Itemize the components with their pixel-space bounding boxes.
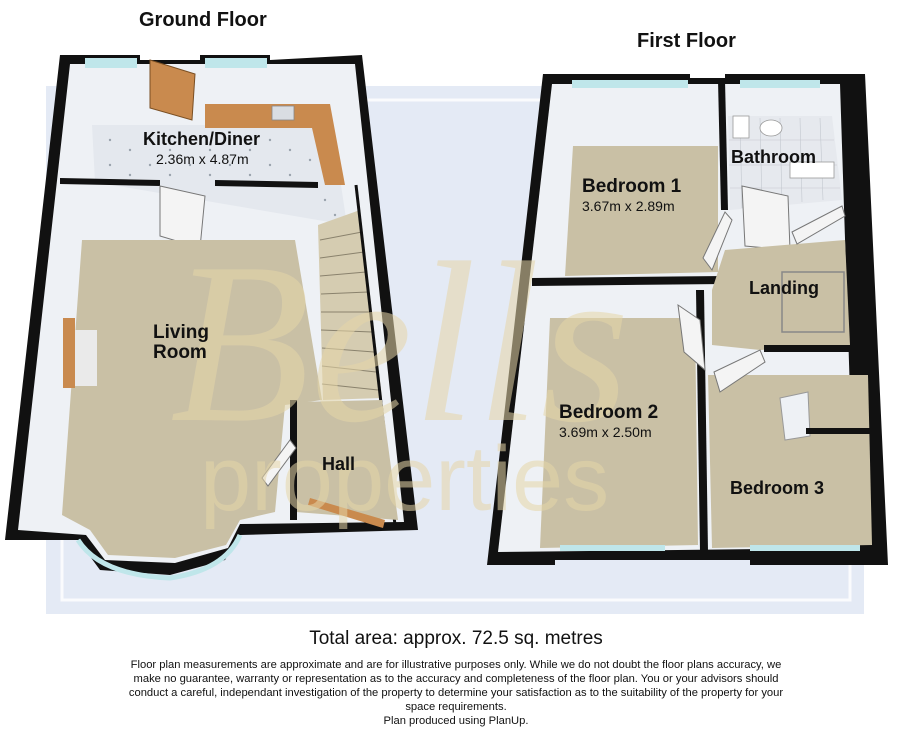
bedroom3-floor	[708, 375, 872, 548]
bathroom-window	[740, 80, 820, 88]
bedroom1-dimensions: 3.67m x 2.89m	[582, 198, 675, 214]
bedroom1-bathroom-wall	[718, 80, 728, 210]
bedroom1-label: Bedroom 1	[582, 176, 682, 197]
ground-floor-plan	[5, 55, 418, 581]
bathroom-door	[741, 185, 791, 251]
watermark-lettering: Bells properties	[170, 215, 630, 530]
watermark-word: properties	[200, 428, 609, 530]
bedroom3-door	[713, 349, 766, 393]
living-hall-wall	[290, 400, 297, 520]
kitchen-living-wall-right	[215, 180, 318, 188]
kitchen-label: Kitchen/Diner	[143, 129, 261, 149]
bedroom2-label: Bedroom 2	[559, 402, 659, 423]
kitchen-floor	[92, 125, 347, 225]
hearth	[75, 330, 97, 386]
bedroom2-dimensions: 3.69m x 2.50m	[559, 424, 652, 440]
landing-label: Landing	[749, 278, 819, 298]
hall-living-door	[261, 439, 297, 487]
toilet	[732, 115, 750, 139]
bedroom2-window	[560, 545, 665, 551]
living-room-label-line2: Room	[153, 342, 207, 363]
total-area: Total area: approx. 72.5 sq. metres	[309, 628, 603, 649]
landing-storage-door	[791, 205, 846, 245]
kitchen-sink	[271, 105, 295, 121]
bathroom-label: Bathroom	[731, 147, 816, 167]
bathroom-floor	[728, 116, 842, 210]
bedroom3-bulkhead	[779, 391, 811, 441]
disclaimer: Floor plan measurements are approximate …	[120, 658, 792, 728]
bathroom-basin	[759, 119, 783, 137]
bedroom1-floor	[565, 146, 718, 276]
hall-front-door	[308, 498, 385, 528]
fireplace	[63, 318, 75, 388]
hall-floor	[296, 400, 398, 520]
landing-floor	[712, 240, 850, 350]
floor-title-ground: Ground Floor	[139, 9, 267, 31]
disclaimer-text: Floor plan measurements are approximate …	[128, 659, 784, 713]
bedroom3-cupboard-wall	[806, 428, 878, 434]
bedroom2-door	[677, 303, 706, 372]
kitchen-window-right	[205, 58, 267, 68]
kitchen-window-left	[85, 58, 137, 68]
living-room-label-line1: Living	[153, 322, 209, 343]
bedroom3-top-wall	[764, 345, 868, 352]
hall-label: Hall	[322, 454, 356, 474]
floor-title-first: First Floor	[637, 30, 736, 52]
kitchen-worktop	[205, 104, 345, 185]
bay-window	[75, 533, 243, 581]
first-floor-plan	[487, 74, 888, 565]
kitchen-back-door	[149, 59, 196, 121]
bedroom1-door	[702, 211, 733, 272]
planup-credit: Plan produced using PlanUp.	[383, 715, 529, 727]
bedroom2-floor	[540, 318, 698, 548]
kitchen-tile-pattern	[108, 138, 337, 217]
kitchen-living-wall	[60, 178, 160, 186]
kitchen-dimensions: 2.36m x 4.87m	[156, 151, 249, 167]
living-room-floor	[62, 240, 322, 558]
watermark-script: Bells	[170, 215, 630, 470]
bedroom1-window	[572, 80, 688, 88]
bedroom1-bedroom2-wall	[532, 276, 725, 286]
bath-tub	[789, 161, 835, 179]
bedroom3-label: Bedroom 3	[730, 478, 825, 498]
landing-banister	[781, 271, 845, 333]
bedroom3-window	[750, 545, 860, 551]
